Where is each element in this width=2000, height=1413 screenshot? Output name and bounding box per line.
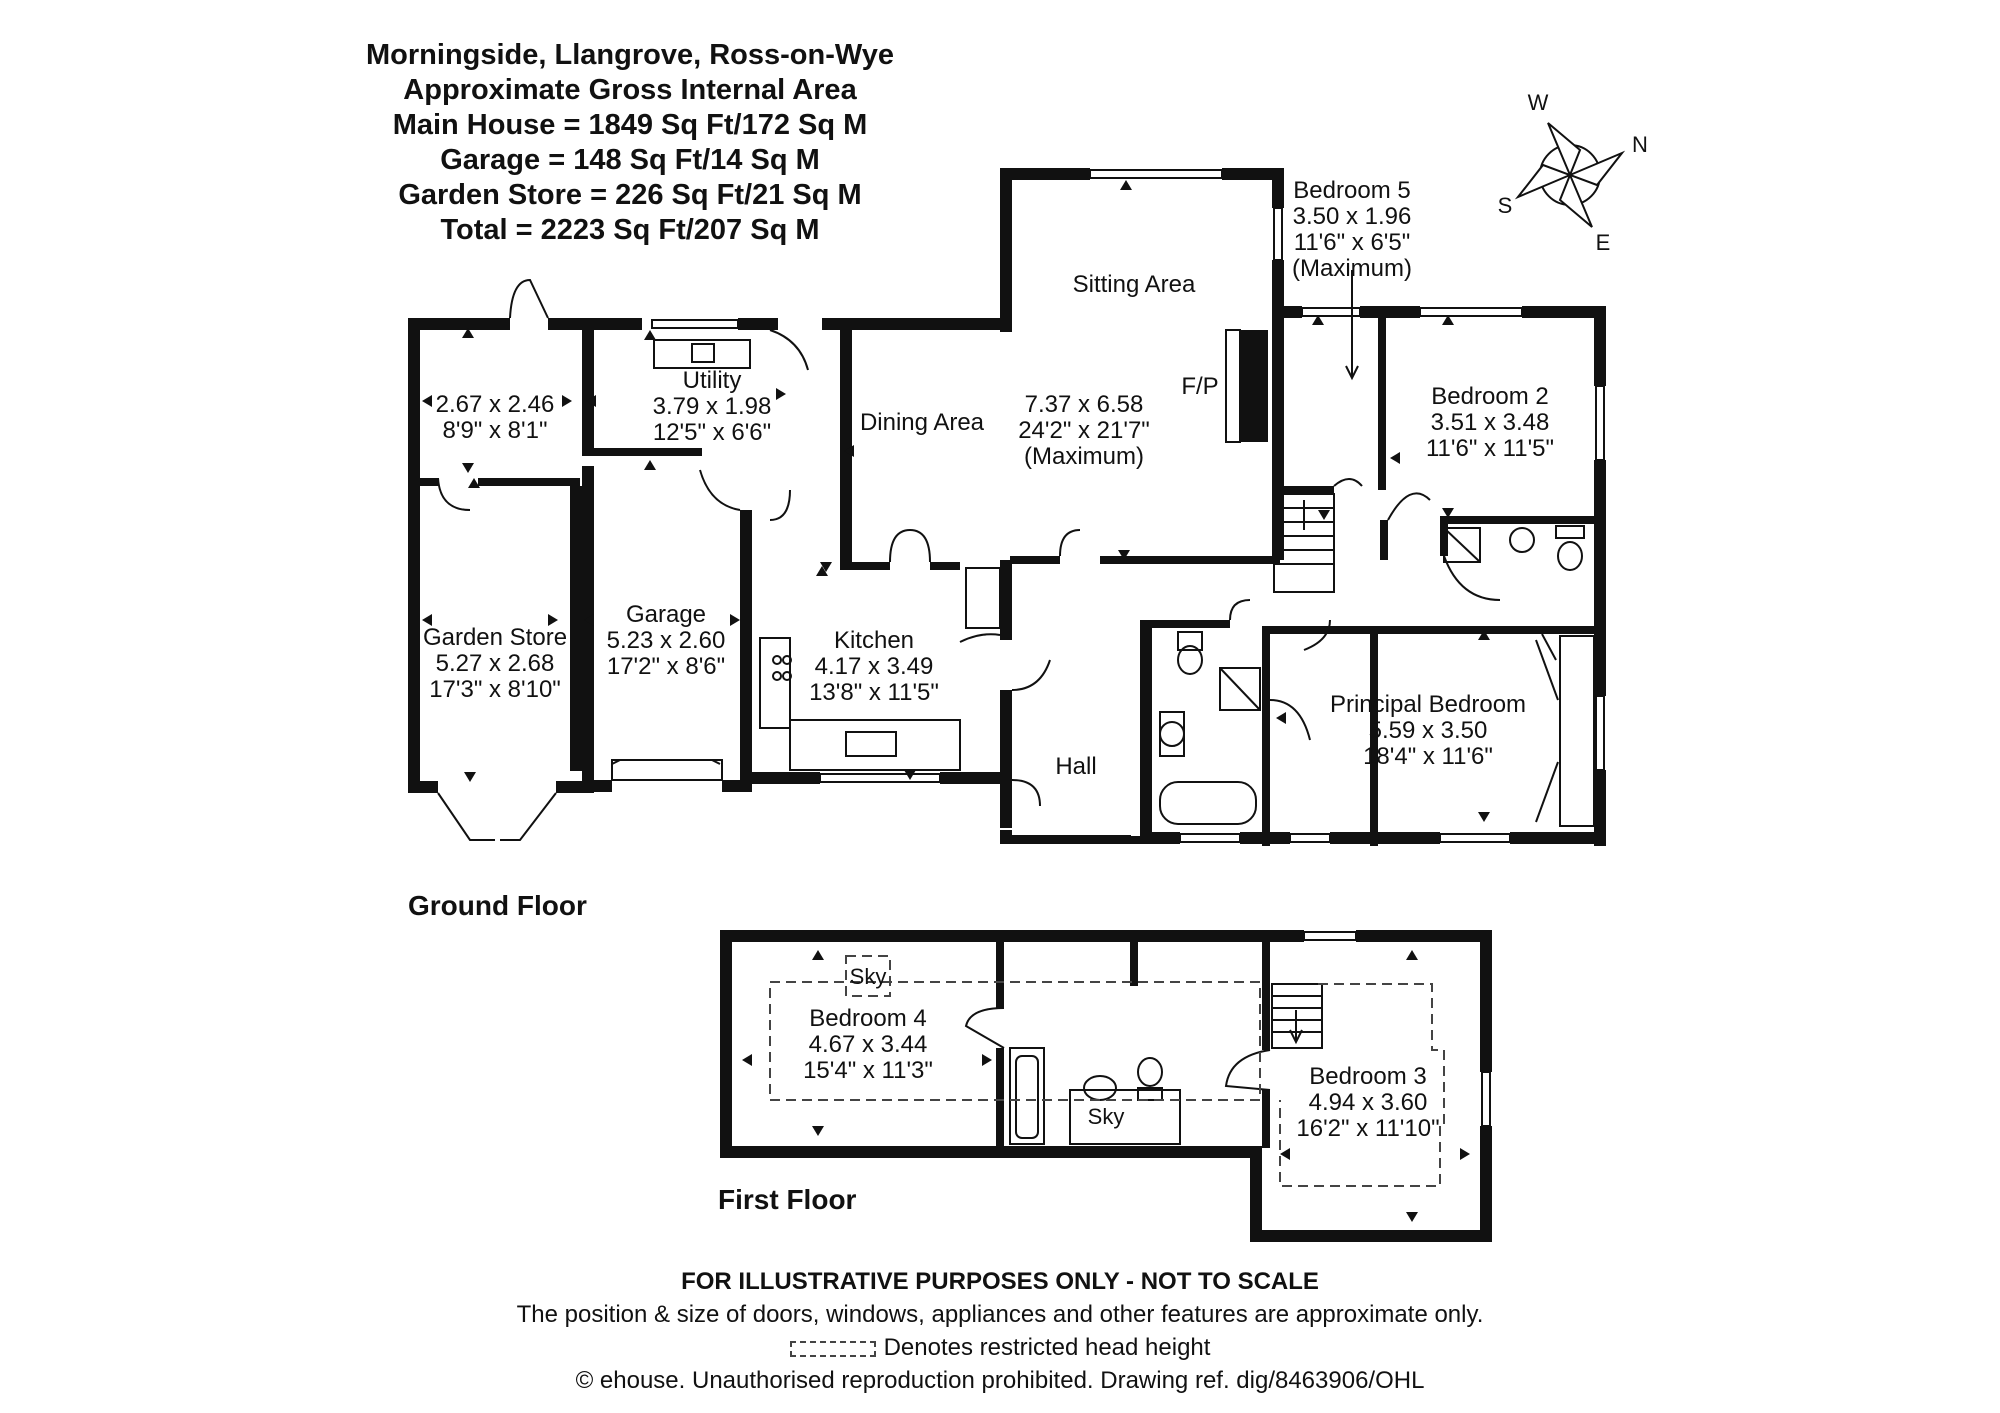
room-name: Bedroom 2 [1431,383,1548,410]
room-hall: Hall [1055,753,1096,780]
room-imperial: 12'5" x 6'6" [653,419,771,446]
room-principal-bedroom: Principal Bedroom 5.59 x 3.50 18'4" x 11… [1330,691,1526,770]
skylight-label: Sky [1088,1104,1125,1129]
compass-e: E [1596,230,1611,255]
plan-title: Morningside, Llangrove, Ross-on-Wye [366,39,894,71]
room-imperial: 11'6" x 6'5" [1294,229,1411,256]
restricted-height-legend: Denotes restricted head height [380,1331,1620,1364]
plan-header: Morningside, Llangrove, Ross-on-Wye Appr… [250,38,1010,248]
room-note: (Maximum) [1024,443,1144,470]
room-metric: 4.17 x 3.49 [815,653,934,680]
room-name: Hall [1055,753,1096,780]
room-sitting: Sitting Area 7.37 x 6.58 24'2" x 21'7" (… [1018,271,1218,470]
room-imperial: 17'3" x 8'10" [429,676,561,703]
room-utility: Utility 3.79 x 1.98 12'5" x 6'6" [653,367,772,446]
room-imperial: 24'2" x 21'7" [1018,417,1150,444]
room-metric: 5.59 x 3.50 [1369,717,1488,744]
copyright-text: © ehouse. Unauthorised reproduction proh… [575,1367,1425,1394]
compass-n: N [1632,132,1648,157]
ground-floor-markers [422,180,1490,822]
room-bedroom-2: Bedroom 2 3.51 x 3.48 11'6" x 11'5" [1426,383,1554,462]
first-floor-labels: Sky Bedroom 4 4.67 x 3.44 15'4" x 11'3" … [803,964,1440,1142]
room-imperial: 8'9" x 8'1" [443,417,548,444]
room-metric: 2.67 x 2.46 [436,391,555,418]
room-name: Dining Area [860,409,985,436]
room-name: Garage [626,601,706,628]
room-metric: 3.79 x 1.98 [653,393,772,420]
room-name: Bedroom 5 [1293,177,1410,204]
fireplace-label: F/P [1181,373,1218,400]
compass-icon: W N S E [1498,90,1648,255]
approximation-note: The position & size of doors, windows, a… [516,1301,1484,1328]
room-imperial: 11'6" x 11'5" [1426,435,1554,462]
room-imperial: 16'2" x 11'10" [1296,1115,1439,1142]
room-metric: 5.27 x 2.68 [436,650,555,677]
room-dining: Dining Area [860,409,985,436]
room-metric: 4.67 x 3.44 [809,1031,928,1058]
room-kitchen: Kitchen 4.17 x 3.49 13'8" x 11'5" [809,627,939,706]
area-garage: Garage = 148 Sq Ft/14 Sq M [440,144,820,176]
room-imperial: 17'2" x 8'6" [607,653,725,680]
ground-floor-label: Ground Floor [408,890,587,921]
skylight-label: Sky [850,964,887,989]
room-name: Garden Store [423,624,567,651]
area-total: Total = 2223 Sq Ft/207 Sq M [440,214,820,246]
first-floor-restricted-height [769,955,1445,1187]
plan-subtitle: Approximate Gross Internal Area [403,74,857,106]
disclaimer-text: FOR ILLUSTRATIVE PURPOSES ONLY - NOT TO … [681,1268,1319,1295]
area-garden-store: Garden Store = 226 Sq Ft/21 Sq M [398,179,862,211]
ground-floor-labels: 2.67 x 2.46 8'9" x 8'1" Utility 3.79 x 1… [423,177,1554,780]
room-metric: 5.23 x 2.60 [607,627,726,654]
room-name: Utility [683,367,742,394]
room-metric: 3.50 x 1.96 [1293,203,1412,230]
compass-s: S [1498,193,1513,218]
first-floor-label: First Floor [718,1184,857,1215]
room-bedroom-3: Bedroom 3 4.94 x 3.60 16'2" x 11'10" [1296,1063,1439,1142]
room-metric: 4.94 x 3.60 [1309,1089,1428,1116]
room-bedroom-4: Bedroom 4 4.67 x 3.44 15'4" x 11'3" [803,1005,933,1084]
room-name: Bedroom 4 [809,1005,926,1032]
room-bedroom-5: Bedroom 5 3.50 x 1.96 11'6" x 6'5" (Maxi… [1292,177,1412,282]
plan-footer: FOR ILLUSTRATIVE PURPOSES ONLY - NOT TO … [380,1265,1620,1397]
room-imperial: 18'4" x 11'6" [1363,743,1493,770]
room-name: Kitchen [834,627,914,654]
room-garden-store: Garden Store 5.27 x 2.68 17'3" x 8'10" [423,624,567,703]
room-store-small: 2.67 x 2.46 8'9" x 8'1" [436,391,555,444]
area-main-house: Main House = 1849 Sq Ft/172 Sq M [392,109,868,141]
ground-floor-details [437,169,1605,843]
room-note: (Maximum) [1292,255,1412,282]
room-metric: 7.37 x 6.58 [1025,391,1144,418]
first-floor-details [964,931,1491,1145]
room-imperial: 13'8" x 11'5" [809,679,939,706]
room-garage: Garage 5.23 x 2.60 17'2" x 8'6" [607,601,726,680]
compass-w: W [1528,90,1549,115]
room-name: Bedroom 3 [1309,1063,1426,1090]
room-name: Principal Bedroom [1330,691,1526,718]
room-metric: 3.51 x 3.48 [1431,409,1550,436]
dashed-box-icon [789,1340,876,1357]
legend-text: Denotes restricted head height [883,1334,1211,1361]
room-name: Sitting Area [1073,271,1196,298]
room-imperial: 15'4" x 11'3" [803,1057,933,1084]
first-floor-markers [742,950,1470,1222]
